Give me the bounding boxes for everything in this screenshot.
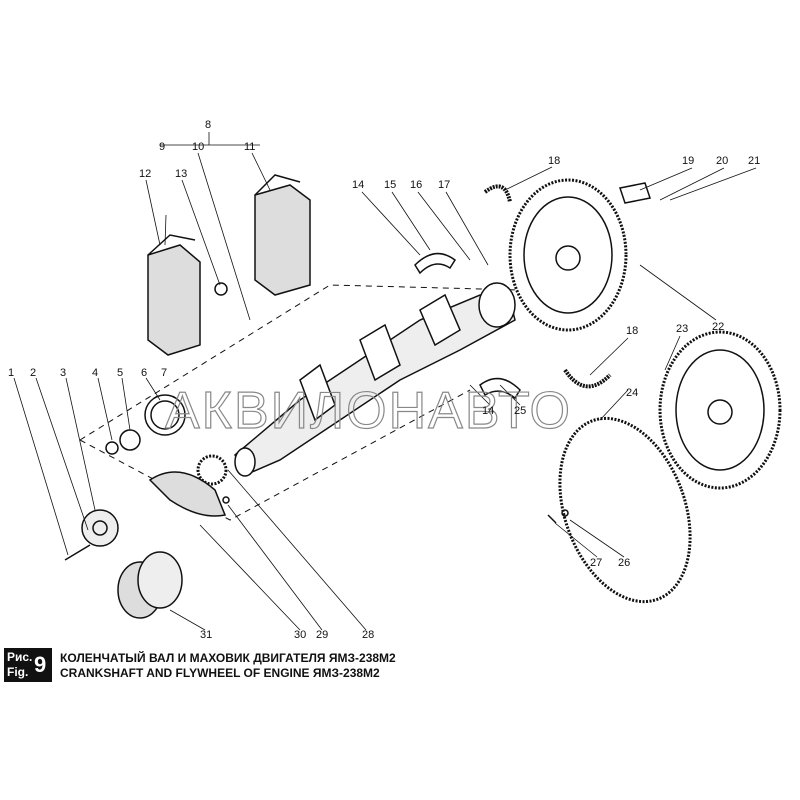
callout-label: 26	[618, 557, 630, 569]
callout-label: 4	[92, 367, 98, 379]
leader-lines	[13, 132, 757, 631]
pulley-31	[117, 551, 183, 619]
thrust-washer-18	[483, 184, 512, 203]
callout-label: 21	[748, 155, 760, 167]
callout-label: 19	[682, 155, 694, 167]
callout-label: 8	[205, 119, 211, 131]
callout-label: 10	[192, 141, 204, 153]
callout-label: 20	[716, 155, 728, 167]
callout-label: 22	[712, 321, 724, 333]
seal-6	[144, 394, 186, 436]
caption-title-en: CRANKSHAFT AND FLYWHEEL OF ENGINE ЯМЗ-23…	[60, 666, 380, 680]
bearing-package-12	[147, 234, 201, 356]
callout-label: 25	[514, 405, 526, 417]
bearing-package-11	[254, 174, 311, 296]
ring-gear-24	[558, 416, 692, 604]
figure-badge: Рис. Fig. 9	[4, 648, 52, 682]
callout-label: 5	[117, 367, 123, 379]
callout-label: 30	[294, 629, 306, 641]
callout-label: 7	[161, 367, 167, 379]
callout-label: 18	[548, 155, 560, 167]
callout-label: 1	[8, 367, 14, 379]
callout-label: 23	[676, 323, 688, 335]
flywheel-22	[508, 178, 628, 332]
lock-washer-5	[119, 429, 141, 451]
crankshaft	[234, 282, 516, 477]
bolt-1	[64, 544, 91, 561]
callout-label: 29	[316, 629, 328, 641]
plate-19	[619, 182, 651, 204]
gear-28	[196, 454, 228, 486]
thrust-washer-18b	[563, 368, 612, 389]
callout-label: 13	[175, 168, 187, 180]
washer-13	[214, 282, 228, 296]
assembly-outline	[79, 284, 521, 521]
callout-label: 15	[384, 179, 396, 191]
callout-label: 14	[352, 179, 364, 191]
callout-label: 6	[141, 367, 147, 379]
callout-label: 2	[30, 367, 36, 379]
callout-label: 12	[139, 168, 151, 180]
callout-label: 14	[482, 405, 494, 417]
bearing-shell-14	[414, 252, 457, 275]
callout-label: 11	[244, 141, 255, 153]
watermark: АКВИЛОНАВТО	[165, 382, 572, 440]
figure-label-ru: Рис.	[7, 650, 33, 664]
callout-label: 28	[362, 629, 374, 641]
key-29	[222, 496, 230, 504]
caption-title-ru: КОЛЕНЧАТЫЙ ВАЛ И МАХОВИК ДВИГАТЕЛЯ ЯМЗ-2…	[60, 651, 396, 665]
callout-label: 31	[200, 629, 212, 641]
callout-label: 16	[410, 179, 422, 191]
figure-number: 9	[34, 652, 47, 677]
nut-4	[105, 441, 119, 455]
callout-label: 27	[590, 557, 602, 569]
callout-label: 18	[626, 325, 638, 337]
bolt-27	[547, 514, 557, 524]
pulley-3	[81, 509, 119, 547]
callout-label: 17	[438, 179, 450, 191]
flywheel-23	[658, 330, 782, 490]
figure-label-en: Fig.	[7, 665, 29, 679]
callout-label: 24	[626, 387, 638, 399]
callout-label: 9	[159, 141, 165, 153]
bearing-shell-25	[479, 377, 521, 400]
callout-label: 3	[60, 367, 66, 379]
counterweight-30	[148, 471, 227, 517]
